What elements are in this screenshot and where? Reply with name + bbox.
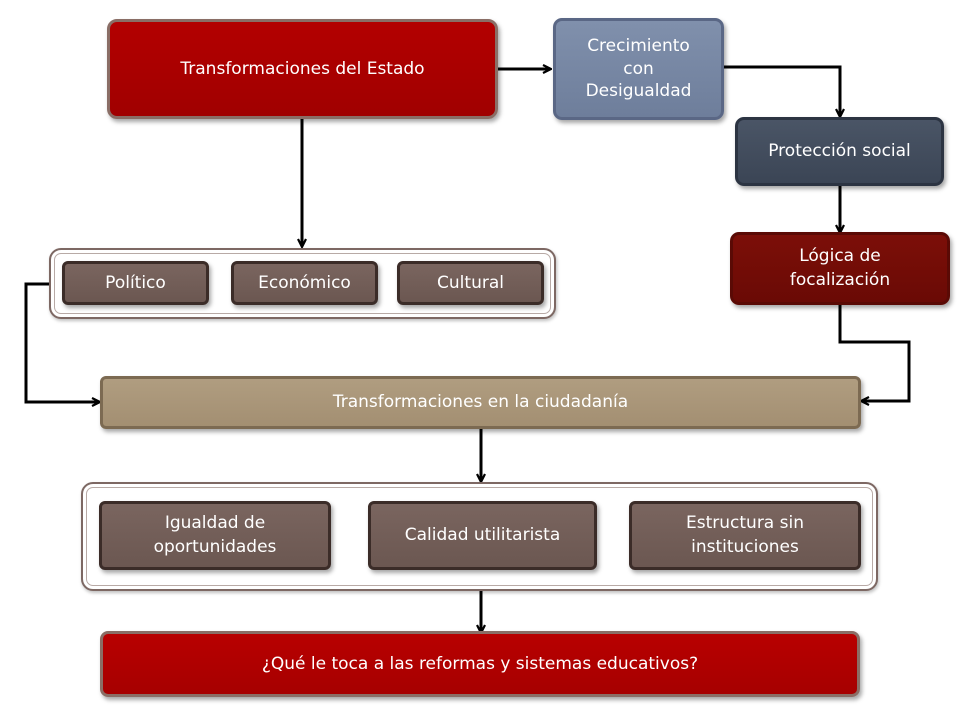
node-logica-focalizacion: Lógica de focalización	[730, 232, 950, 305]
node-economico: Económico	[231, 261, 378, 305]
node-proteccion-social: Protección social	[735, 117, 944, 186]
node-politico-label: Político	[105, 272, 166, 293]
node-logica-line-2: focalización	[789, 269, 891, 290]
node-estructura-sin-instituciones: Estructura sin instituciones	[629, 501, 861, 570]
node-igualdad-oportunidades: Igualdad de oportunidades	[99, 501, 331, 570]
node-transformaciones-ciudadania: Transformaciones en la ciudadanía	[100, 376, 861, 429]
node-igualdad-line-2: oportunidades	[153, 536, 277, 557]
arrow-crecimiento-to-proteccion	[723, 65, 840, 116]
node-transformaciones-ciudadania-label: Transformaciones en la ciudadanía	[332, 392, 629, 413]
node-proteccion-social-label: Protección social	[768, 141, 911, 162]
node-logica-line-1: Lógica de	[799, 245, 881, 266]
node-calidad-utilitarista-label: Calidad utilitarista	[404, 525, 561, 546]
node-estructura-line-2: instituciones	[691, 536, 799, 557]
node-economico-label: Económico	[258, 272, 351, 293]
node-cultural-label: Cultural	[437, 272, 504, 293]
node-crecimiento-line-2: con	[623, 58, 654, 79]
node-estructura-line-1: Estructura sin	[686, 512, 804, 533]
node-pregunta-reformas-label: ¿Qué le toca a las reformas y sistemas e…	[261, 653, 699, 674]
node-cultural: Cultural	[397, 261, 544, 305]
node-politico: Político	[62, 261, 209, 305]
node-transformaciones-estado-label: Transformaciones del Estado	[180, 58, 425, 79]
node-crecimiento-line-3: Desigualdad	[585, 81, 692, 102]
node-crecimiento-desigualdad: Crecimiento con Desigualdad	[553, 18, 724, 120]
node-transformaciones-estado: Transformaciones del Estado	[107, 19, 498, 119]
node-igualdad-line-1: Igualdad de	[164, 512, 266, 533]
node-crecimiento-line-1: Crecimiento	[587, 35, 690, 56]
node-pregunta-reformas: ¿Qué le toca a las reformas y sistemas e…	[100, 631, 860, 697]
node-calidad-utilitarista: Calidad utilitarista	[368, 501, 597, 570]
